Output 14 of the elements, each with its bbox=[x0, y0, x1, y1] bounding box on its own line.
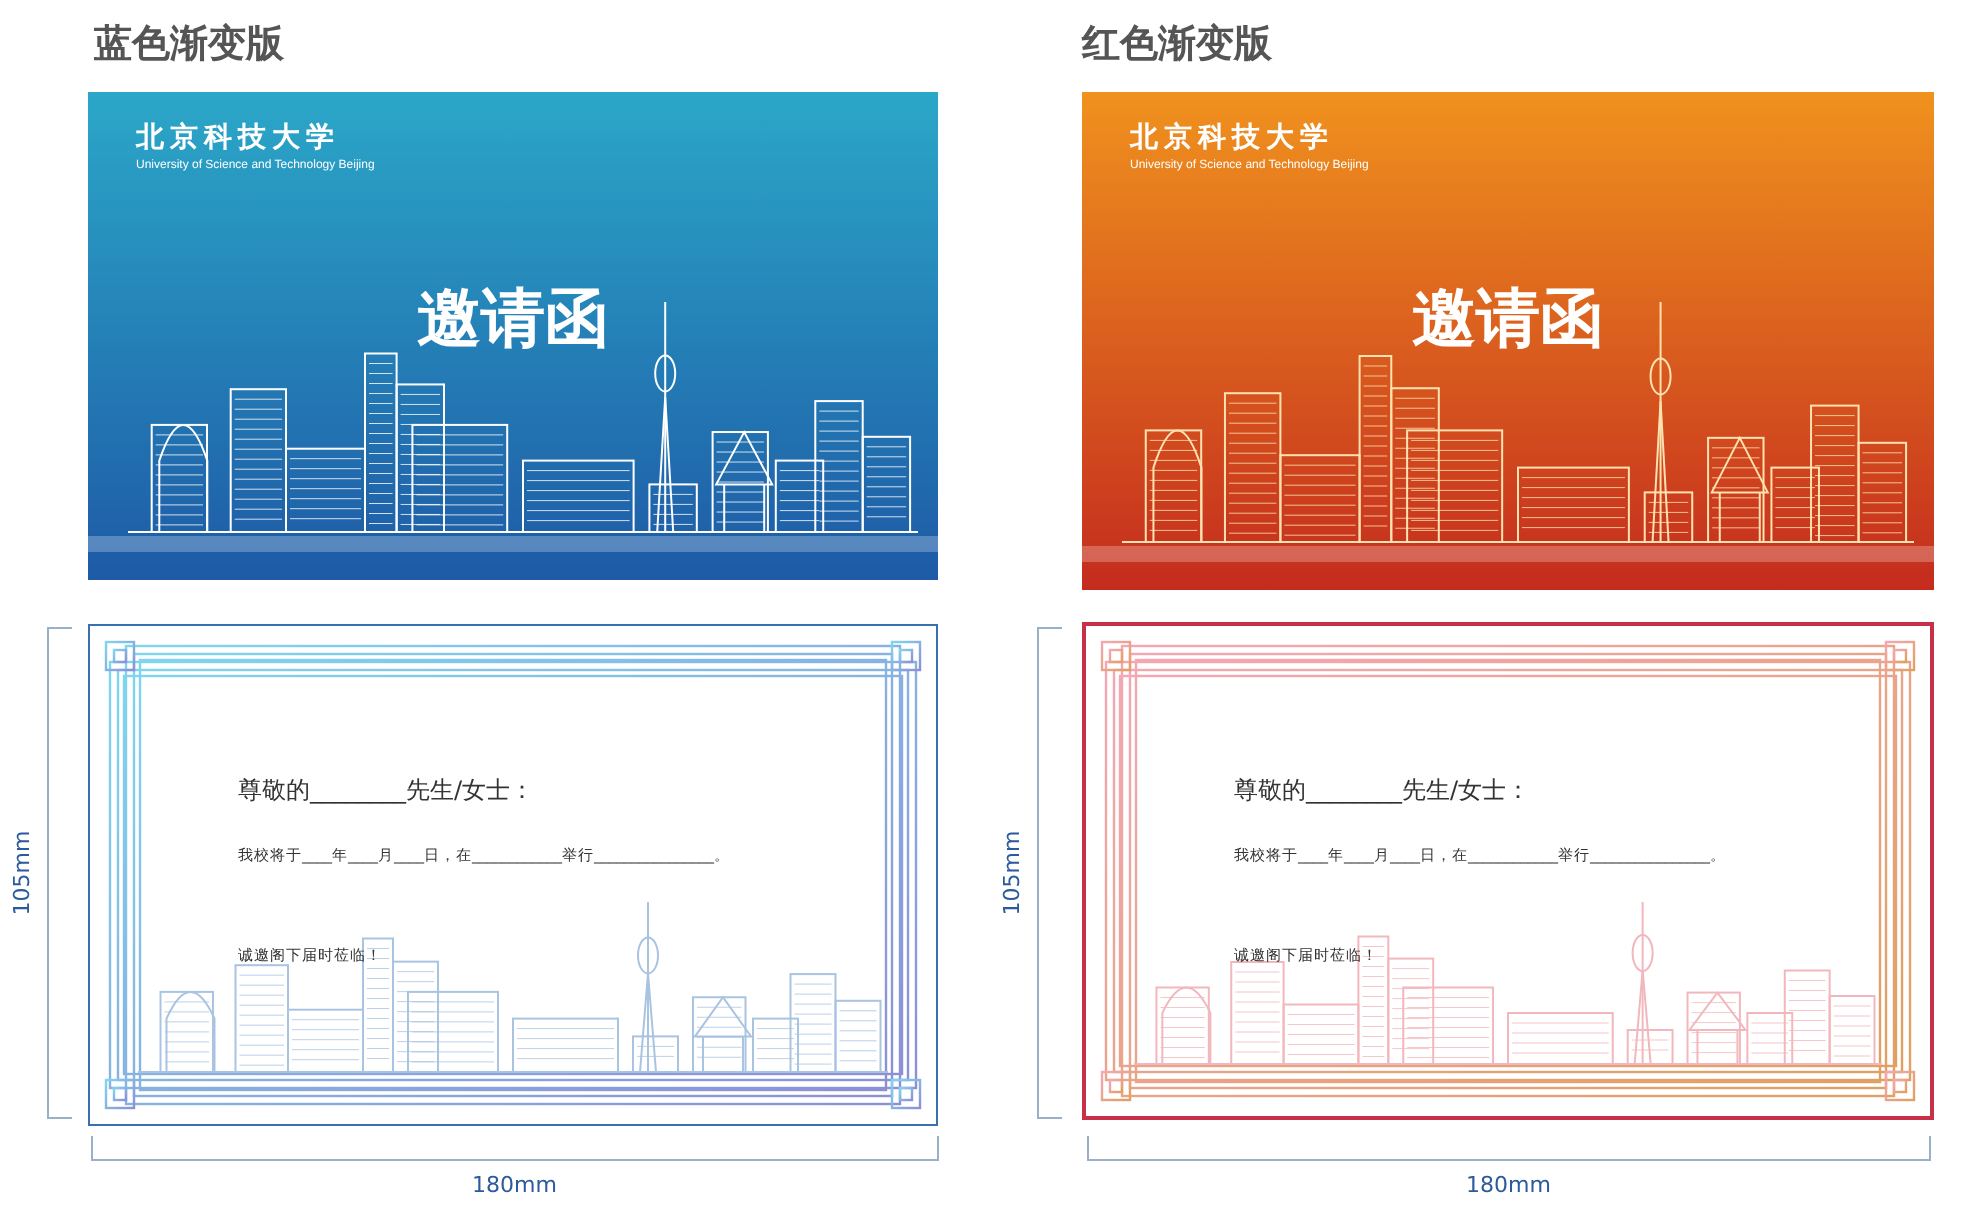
dimension-label: 180mm bbox=[472, 1172, 557, 1198]
version-heading: 红色渐变版 bbox=[1082, 20, 1272, 70]
university-name: 北京科技大学 bbox=[1130, 120, 1334, 156]
dimension-label: 180mm bbox=[1466, 1172, 1551, 1198]
salutation-text: 尊敬的________先生/女士： bbox=[1234, 774, 1531, 808]
university-name: 北京科技大学 bbox=[136, 120, 340, 156]
dimension-label: 105mm bbox=[999, 830, 1026, 916]
invitation-cover bbox=[88, 92, 938, 580]
invitation-title: 邀请函 bbox=[415, 278, 611, 360]
version-heading: 蓝色渐变版 bbox=[94, 20, 284, 70]
invitation-cover bbox=[1082, 92, 1934, 590]
salutation-text: 尊敬的________先生/女士： bbox=[238, 774, 535, 808]
invitation-title: 邀请函 bbox=[1410, 278, 1606, 360]
dimension-label: 105mm bbox=[9, 830, 36, 916]
